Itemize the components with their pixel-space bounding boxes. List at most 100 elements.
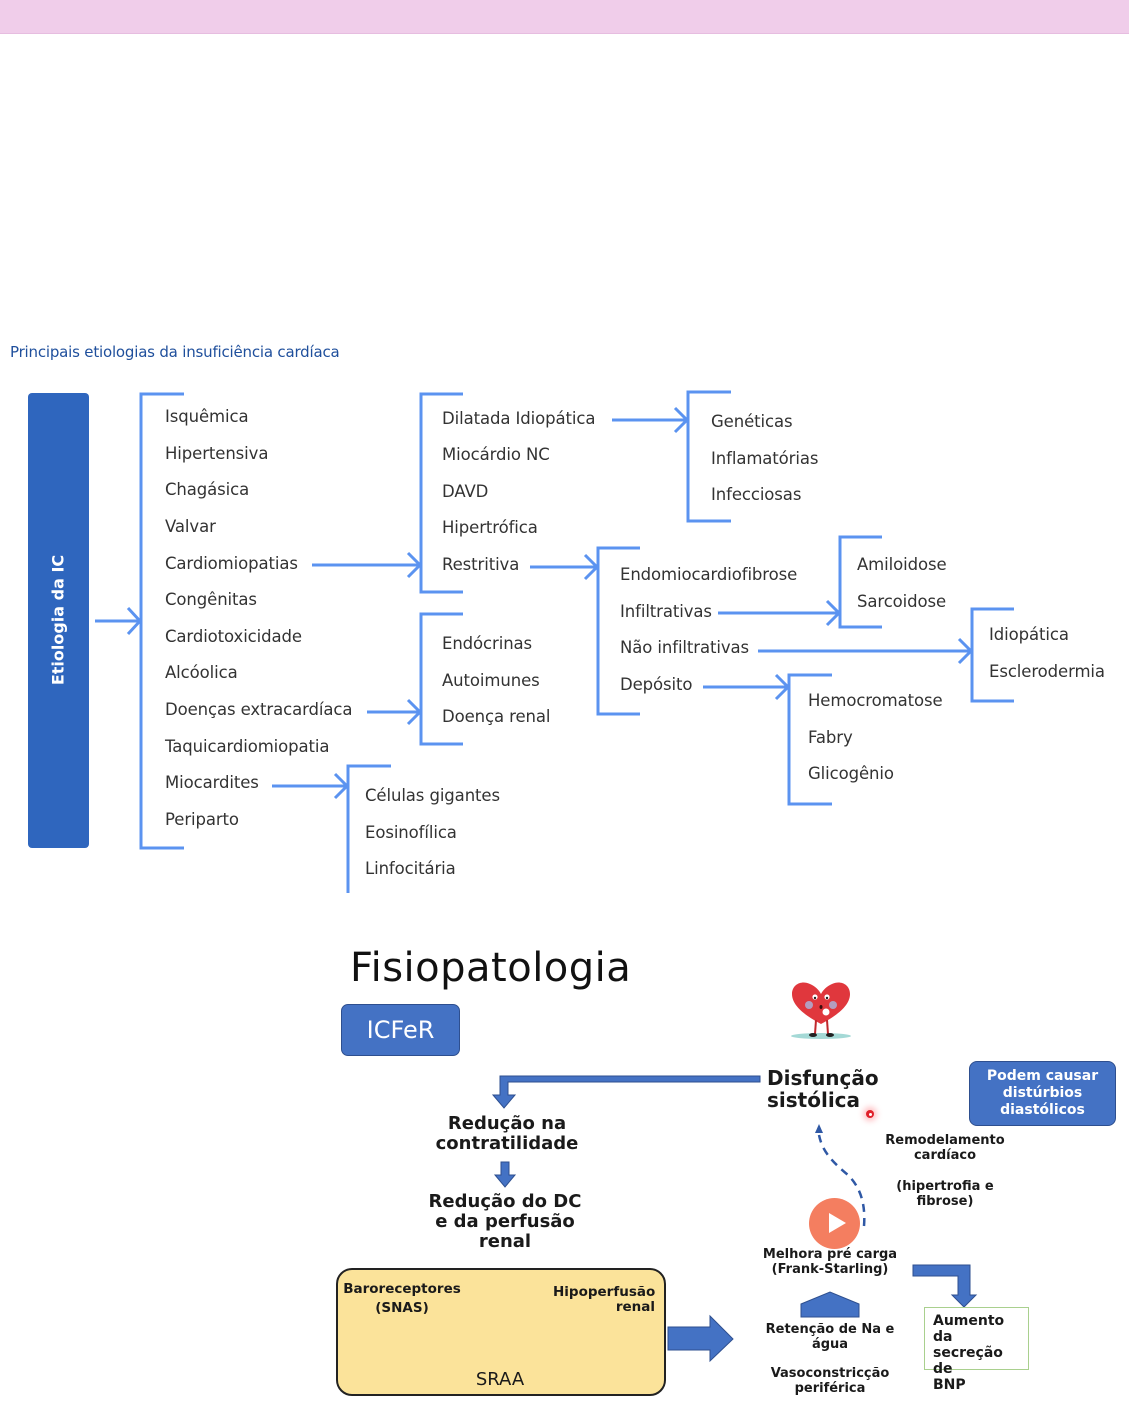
baroreceptores-line-1: Baroreceptores xyxy=(343,1281,461,1297)
level1-item-periparto: Periparto xyxy=(165,810,239,829)
deposito-item-fabry: Fabry xyxy=(808,728,853,747)
deposito-item-glicogenio: Glicogênio xyxy=(808,764,894,783)
extracardiaca-item-endocrinas: Endócrinas xyxy=(442,634,533,653)
note-line-1: Podem causar xyxy=(986,1068,1099,1085)
melhora-line-2: (Frank-Starling) xyxy=(771,1261,889,1277)
cardiomiopatia-item-dilatada: Dilatada Idiopática xyxy=(442,409,596,428)
miocardites-item-linfocitaria: Linfocitária xyxy=(365,859,456,878)
restritiva-item-endomiocardiofibrose: Endomiocardiofibrose xyxy=(620,565,798,584)
bracket-infiltrativas xyxy=(838,535,882,629)
level1-item-taquicardiomiopatia: Taquicardiomiopatia xyxy=(165,737,330,756)
reducao-dc-line-3: renal xyxy=(478,1231,532,1253)
remodelamento-line-2: cardíaco xyxy=(913,1147,977,1163)
level1-item-isquemica: Isquêmica xyxy=(165,407,249,426)
hipoperfusao-line-1: Hipoperfusão xyxy=(553,1284,656,1300)
remodelamento-detail-line-2: fibrose) xyxy=(916,1193,974,1209)
bracket-nao-infiltrativas xyxy=(970,607,1014,703)
dilatada-item-inflamatorias: Inflamatórias xyxy=(711,449,819,468)
disfuncao-line-2: sistólica xyxy=(767,1088,861,1113)
contratilidade-line-2: contratilidade xyxy=(435,1133,579,1155)
podem-causar-note-box: Podem causar distúrbios diastólicos xyxy=(969,1061,1116,1126)
deposito-item-hemocromatose: Hemocromatose xyxy=(808,691,943,710)
bnp-box: Aumento da secreção de BNP xyxy=(924,1307,1029,1393)
arrow-retencao-to-melhora xyxy=(800,1291,860,1318)
miocardites-item-celulas-gigantes: Células gigantes xyxy=(365,786,500,805)
reducao-dc-line-2: e da perfusão xyxy=(435,1211,575,1233)
baroreceptores-line-2: (SNAS) xyxy=(375,1300,429,1317)
bracket-restritiva xyxy=(596,546,640,716)
bracket-level1 xyxy=(139,392,184,850)
baroreceptores-label: Baroreceptores (SNAS) xyxy=(343,1281,461,1317)
note-line-2: distúrbios xyxy=(1002,1085,1083,1102)
level1-item-miocardites: Miocardites xyxy=(165,773,259,792)
cardiomiopatia-item-restritiva: Restritiva xyxy=(442,555,520,574)
dilatada-item-geneticas: Genéticas xyxy=(711,412,793,431)
sraa-box xyxy=(336,1268,666,1396)
level1-item-congenitas: Congênitas xyxy=(165,590,257,609)
disfuncao-line-1: Disfunção xyxy=(767,1066,879,1090)
dilatada-item-infecciosas: Infecciosas xyxy=(711,485,802,504)
remodelamento-line-1: Remodelamento xyxy=(885,1133,1005,1148)
vasoconstriccao-label: Vasoconstricção periférica xyxy=(760,1366,900,1396)
reducao-contratilidade-label: Redução na contratilidade xyxy=(432,1113,582,1155)
arrow-contratilidade-to-dc xyxy=(493,1161,517,1188)
melhora-pre-carga-label: Melhora pré carga (Frank-Starling) xyxy=(757,1247,903,1277)
restritiva-item-deposito: Depósito xyxy=(620,675,693,694)
video-play-button[interactable] xyxy=(809,1198,860,1249)
infiltrativas-item-amiloidose: Amiloidose xyxy=(857,555,947,574)
reducao-dc-label: Redução do DC e da perfusão renal xyxy=(424,1191,586,1253)
dashed-arrow-head xyxy=(815,1124,823,1133)
remodelamento-detail-label: (hipertrofia e fibrose) xyxy=(880,1179,1010,1209)
vasoconstriccao-line-1: Vasoconstricção xyxy=(770,1366,890,1381)
sad-heart-icon xyxy=(791,982,851,1039)
retencao-line-2: água xyxy=(811,1336,849,1352)
restritiva-item-infiltrativas: Infiltrativas xyxy=(620,602,712,621)
dashed-arrow-to-disfuncao xyxy=(817,1134,866,1227)
bnp-line-2: secreção de xyxy=(933,1345,1003,1378)
reducao-dc-line-1: Redução do DC xyxy=(428,1191,582,1212)
bnp-line-1: Aumento da xyxy=(933,1313,1005,1346)
level1-item-doencas-extracardiacas: Doenças extracardíaca xyxy=(165,700,353,719)
arrow-melhora-to-bnp xyxy=(912,1264,978,1308)
cardiomiopatia-item-hipertrofica: Hipertrófica xyxy=(442,518,538,537)
level1-item-valvar: Valvar xyxy=(165,517,216,536)
fisiopatologia-title: Fisiopatologia xyxy=(350,945,632,991)
retencao-line-1: Retenção de Na e xyxy=(765,1322,895,1337)
bracket-deposito xyxy=(787,673,832,806)
bnp-line-3: BNP xyxy=(933,1377,966,1394)
note-line-3: diastólicos xyxy=(1000,1101,1085,1118)
level1-item-alcoolica: Alcóolica xyxy=(165,663,238,682)
level1-item-cardiotoxicidade: Cardiotoxicidade xyxy=(165,627,302,646)
disfuncao-sistolica-label: Disfunção sistólica xyxy=(767,1067,879,1112)
miocardites-item-eosinofilica: Eosinofílica xyxy=(365,823,457,842)
hipoperfusao-label: Hipoperfusão renal xyxy=(553,1284,656,1316)
melhora-line-1: Melhora pré carga xyxy=(762,1247,898,1262)
cursor-pointer-dot xyxy=(866,1110,874,1118)
nao-infiltrativas-item-esclerodermia: Esclerodermia xyxy=(989,662,1105,681)
restritiva-item-nao-infiltrativas: Não infiltrativas xyxy=(620,638,750,657)
remodelamento-label: Remodelamento cardíaco xyxy=(880,1133,1010,1163)
sraa-label: SRAA xyxy=(475,1369,525,1390)
etiologias-title: Principais etiologias da insuficiência c… xyxy=(10,343,340,361)
hipoperfusao-line-2: renal xyxy=(615,1299,655,1316)
retencao-label: Retenção de Na e água xyxy=(760,1322,900,1352)
cardiomiopatia-item-miocardio-nc: Miocárdio NC xyxy=(442,445,550,464)
bracket-cardiomiopatias xyxy=(419,392,463,594)
infiltrativas-item-sarcoidose: Sarcoidose xyxy=(857,592,947,611)
arrow-sraa-to-retencao xyxy=(667,1314,734,1363)
contratilidade-line-1: Redução na xyxy=(447,1113,567,1134)
level1-item-hipertensiva: Hipertensiva xyxy=(165,444,269,463)
icfer-badge: ICFeR xyxy=(341,1004,460,1056)
arrow-disfuncao-to-contratilidade xyxy=(491,1075,761,1109)
nao-infiltrativas-item-idiopatica: Idiopática xyxy=(989,625,1069,644)
level1-item-cardiomiopatias: Cardiomiopatias xyxy=(165,554,298,573)
level1-item-chagasica: Chagásica xyxy=(165,480,250,499)
bracket-doencas-extracardiacas xyxy=(419,612,463,746)
bracket-dilatada xyxy=(686,390,731,523)
extracardiaca-item-doenca-renal: Doença renal xyxy=(442,707,551,726)
remodelamento-detail-line-1: (hipertrofia e xyxy=(896,1179,994,1194)
top-header-bar xyxy=(0,0,1129,34)
bracket-miocardites xyxy=(346,764,391,893)
root-node-box xyxy=(28,393,89,848)
